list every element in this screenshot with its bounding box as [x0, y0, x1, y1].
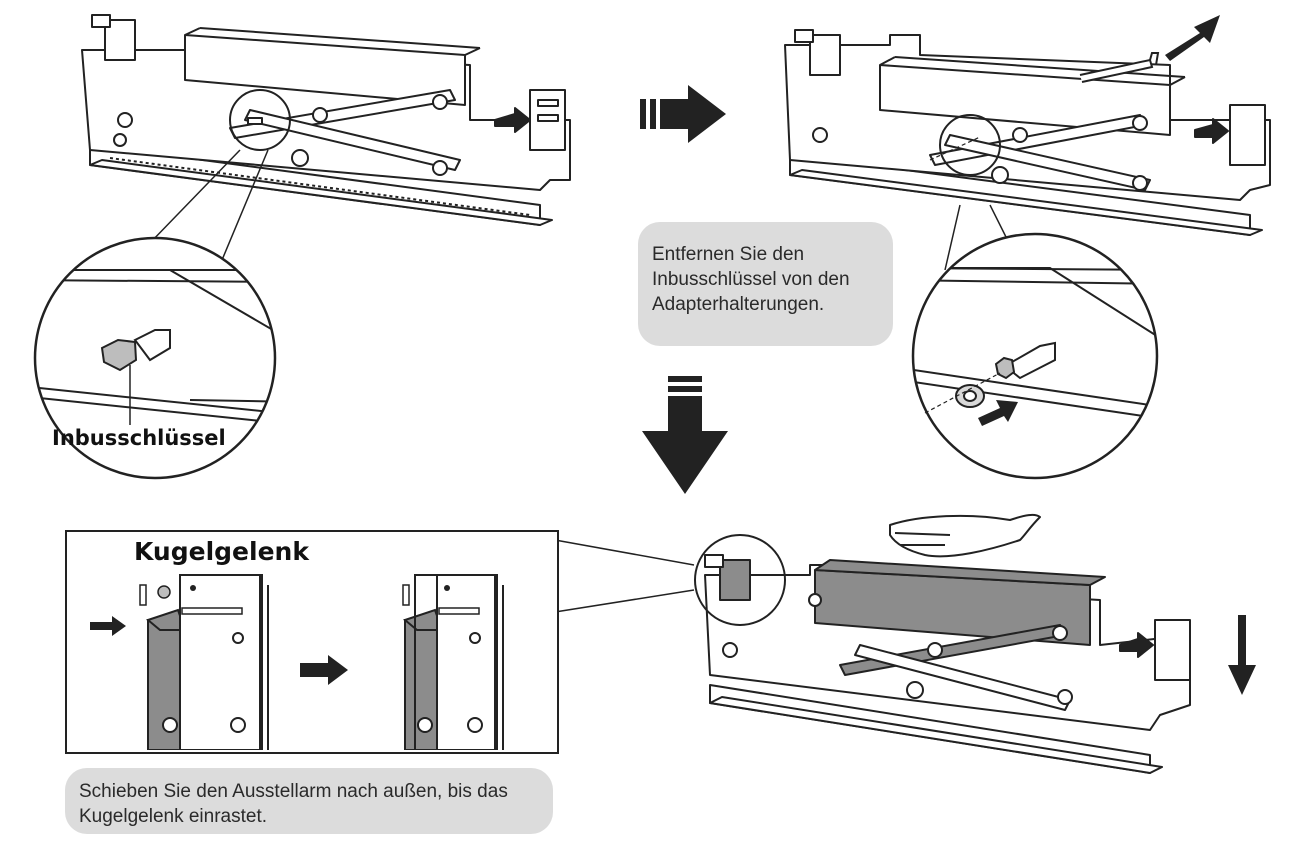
ball-joint-before-illustration: [90, 574, 269, 750]
allen-key-label: Inbusschlüssel: [52, 426, 226, 450]
arrow-right-icon: [640, 85, 726, 143]
allen-key-detail-circle: [33, 236, 277, 480]
slide-arm-note: Schieben Sie den Ausstellarm nach außen,…: [65, 768, 553, 834]
key-removal-detail-circle: [911, 232, 1159, 480]
mechanism-step1-illustration: [81, 14, 571, 226]
mechanism-step4-illustration: [694, 513, 1256, 774]
arrow-down-icon: [642, 376, 728, 494]
mechanism-step2-illustration: [784, 15, 1271, 236]
slide-arm-text: Schieben Sie den Ausstellarm nach außen,…: [79, 781, 508, 827]
remove-key-text: Entfernen Sie den Inbusschlüssel von den…: [652, 244, 850, 315]
ball-joint-label: Kugelgelenk: [134, 537, 309, 566]
ball-joint-after-illustration: [402, 574, 504, 750]
arrow-right-small-icon: [300, 655, 348, 685]
remove-key-note: Entfernen Sie den Inbusschlüssel von den…: [638, 222, 893, 346]
